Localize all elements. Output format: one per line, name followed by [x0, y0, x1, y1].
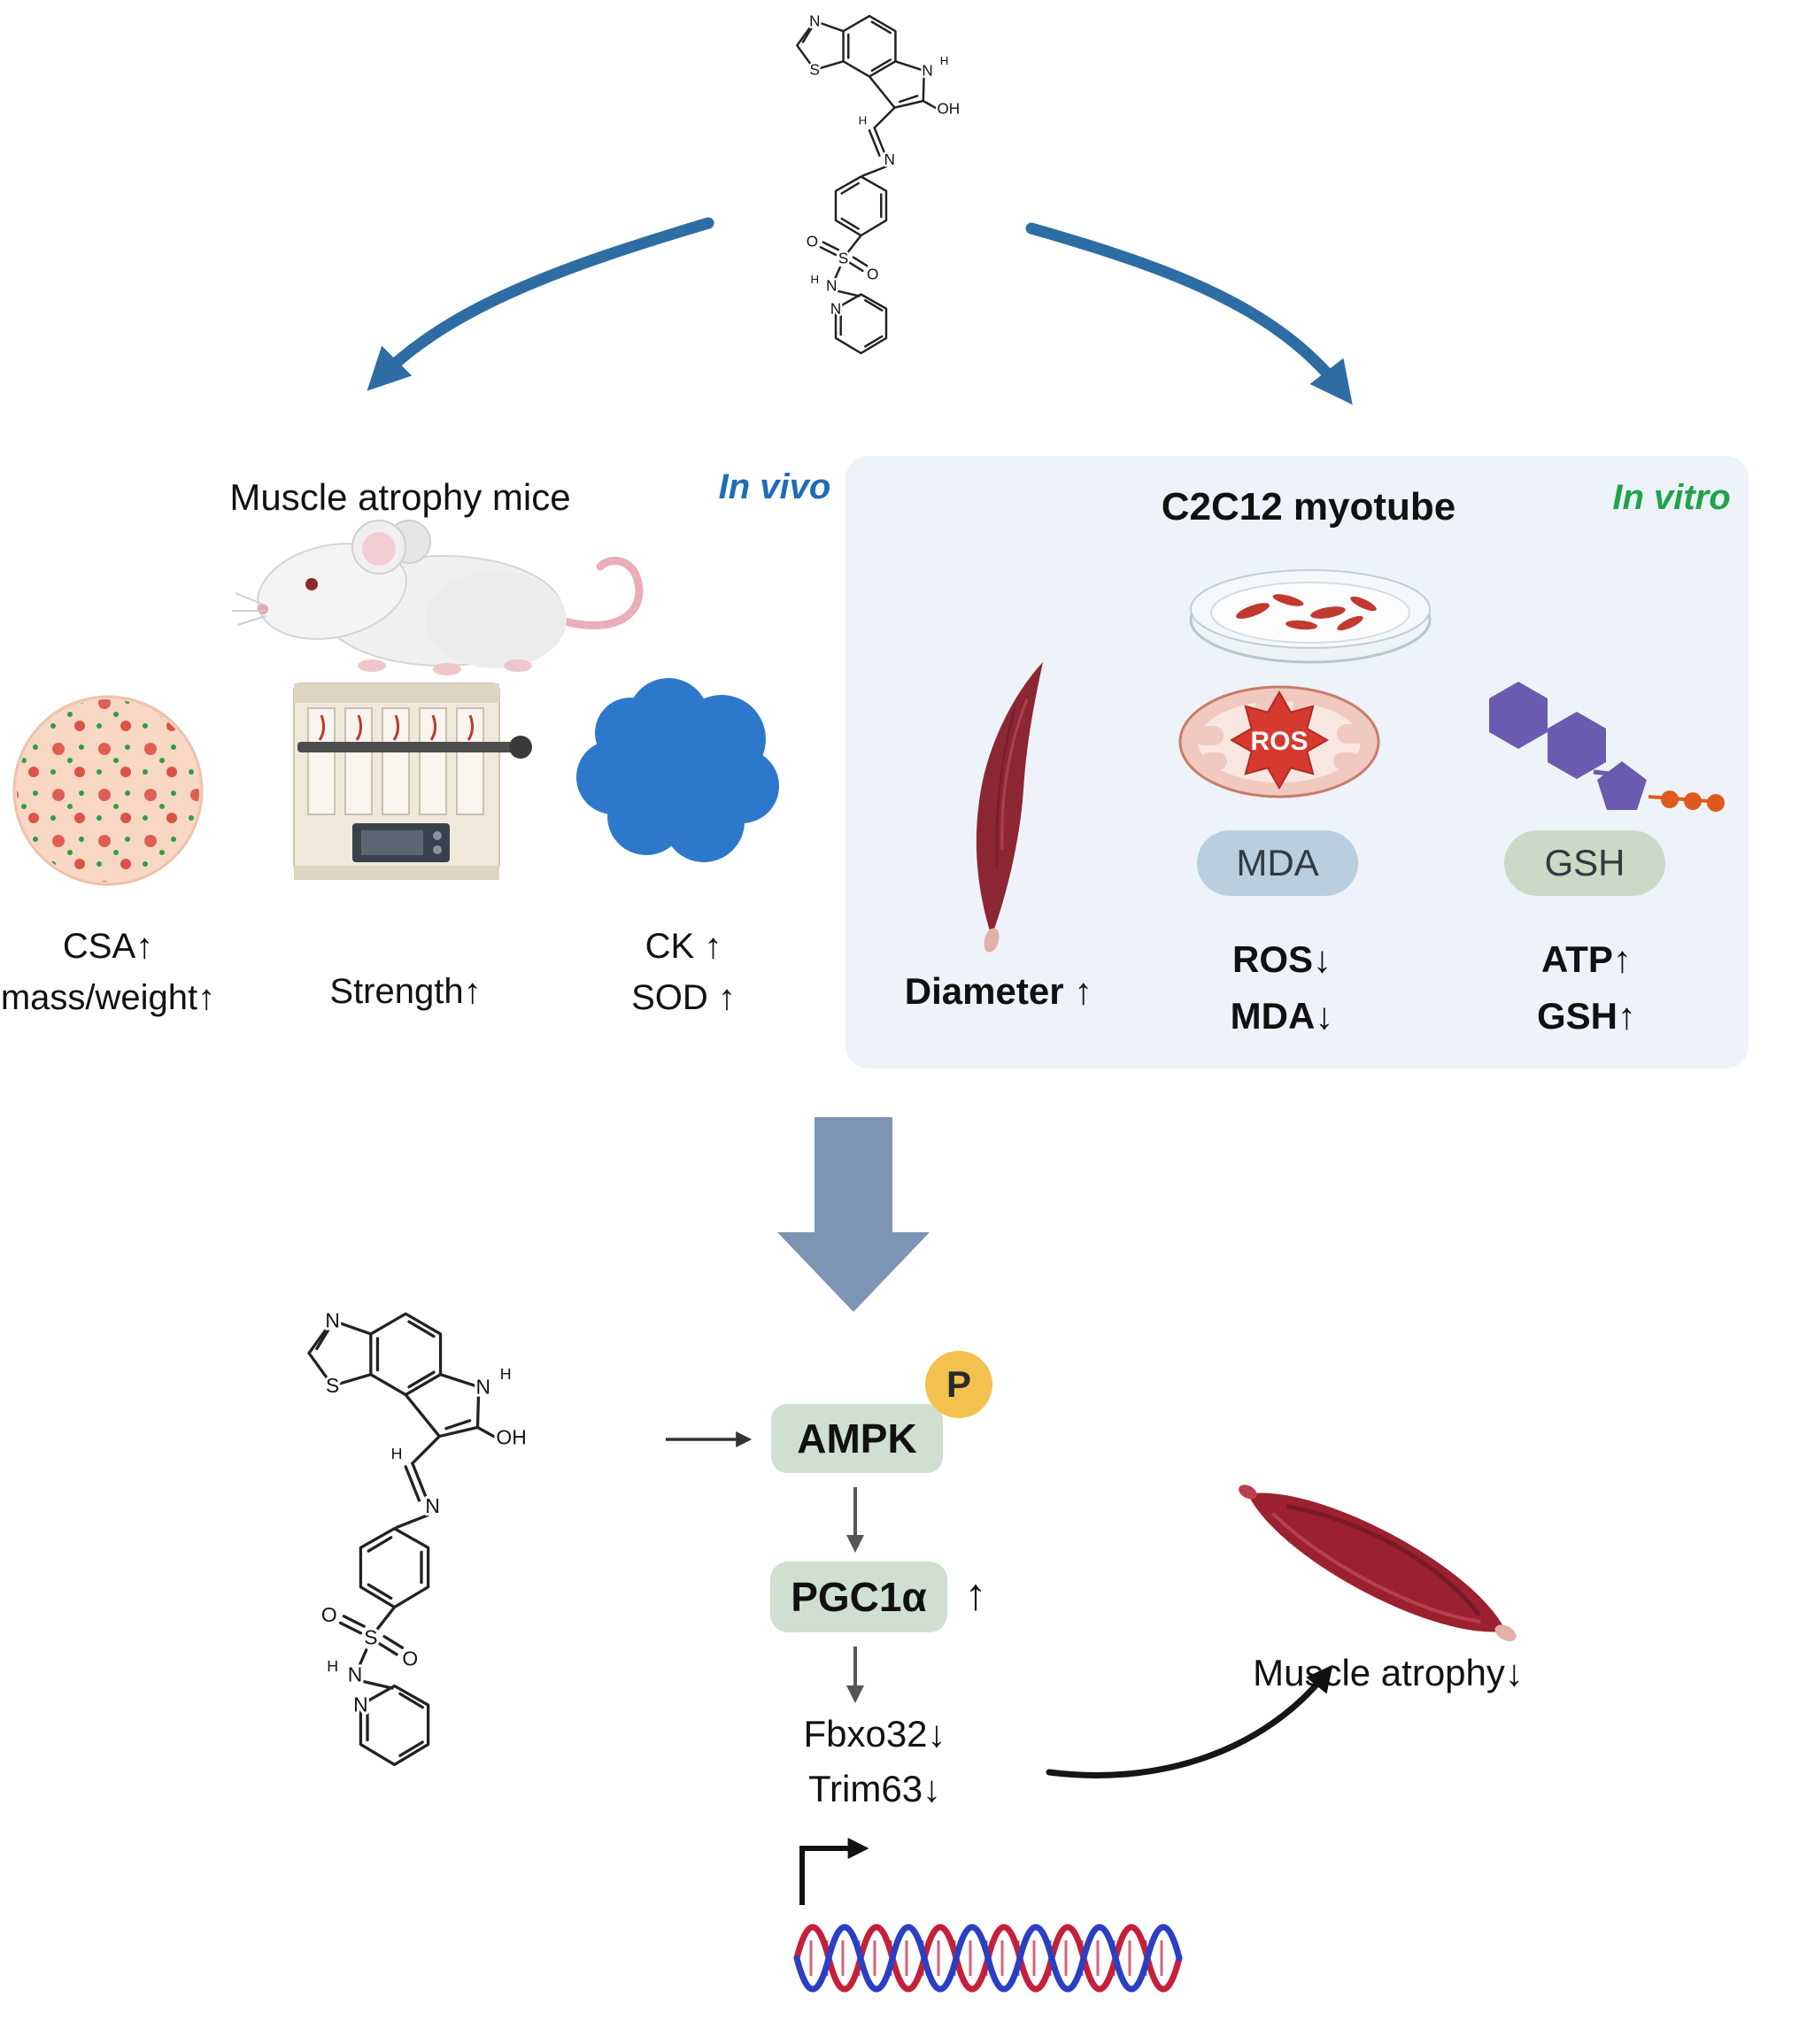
outcome-label: Muscle atrophy↓ [1253, 1652, 1524, 1693]
caption-diameter: Diameter ↑ [904, 970, 1093, 1012]
invivo-title: Muscle atrophy mice [229, 476, 571, 518]
ros-star-label: ROS [1250, 727, 1308, 756]
curved-arrow-left [367, 217, 714, 391]
atom-label: N [826, 278, 837, 295]
caption-ck: CK ↑ [645, 927, 722, 966]
big-down-arrow [777, 1117, 930, 1312]
caption-csa-line1: CSA↑ [62, 927, 154, 966]
caption-strength: Strength↑ [329, 972, 482, 1011]
muscle-icon [1239, 1485, 1517, 1642]
ampk-node: AMPK [771, 1404, 943, 1473]
myotube-fiber-icon [976, 662, 1043, 953]
caption-ros-mda: ROS↓ MDA↓ [1231, 931, 1334, 1045]
caption-atp-gsh: ATP↑ GSH↑ [1537, 931, 1636, 1045]
caption-gsh: GSH↑ [1536, 995, 1637, 1037]
caption-mda: MDA↓ [1230, 995, 1334, 1037]
atom-label: N [809, 12, 820, 29]
myotubes-in-dish [1236, 594, 1377, 631]
caption-csa-line2: mass/weight↑ [0, 978, 216, 1017]
atom-label: N [884, 151, 895, 168]
invitro-title: C2C12 myotube [1161, 485, 1456, 528]
petri-dish-icon [1189, 569, 1432, 664]
gsh-badge: GSH [1504, 830, 1665, 896]
ros-star [1229, 690, 1330, 791]
caption-ck-sod: CK ↑ SOD ↑ [631, 921, 736, 1023]
mouse-eye [305, 578, 318, 590]
gsh-molecule-icon [1489, 682, 1725, 812]
atom-label: H [859, 114, 868, 127]
compound-structure-bottom [309, 1308, 527, 1764]
muscle-cross-section-icon [12, 695, 204, 886]
atom-label: H [810, 273, 819, 286]
caption-ros: ROS↓ [1232, 938, 1332, 980]
atom-label: N [830, 300, 841, 317]
trim63-label: Trim63↓ [807, 1768, 942, 1809]
fbxo32-label: Fbxo32↓ [803, 1713, 946, 1755]
atom-label: S [838, 250, 848, 266]
phospho-badge: P [925, 1351, 992, 1418]
atom-label: H [940, 54, 949, 67]
dna-helix [793, 1924, 1183, 1993]
mitochondria-icon: ROS [1178, 685, 1380, 798]
curved-arrow-right [1025, 222, 1353, 405]
pgc1a-node: PGC1α [770, 1562, 947, 1632]
caption-atp: ATP↑ [1541, 938, 1632, 980]
caption-csa: CSA↑ mass/weight↑ [1, 921, 215, 1023]
invivo-tag: In vivo [718, 467, 831, 506]
transcription-start-arrow [799, 1838, 869, 1905]
mouse-illustration [232, 520, 644, 675]
grip-strength-meter-icon [293, 683, 532, 880]
enzyme-protein-icon [576, 678, 779, 862]
mda-badge: MDA [1197, 830, 1358, 896]
atom-label: O [867, 266, 878, 282]
compound-structure-top: N S N H OH H N O O S H N N [796, 11, 961, 355]
target-genes: Fbxo32↓ Trim63↓ [803, 1707, 946, 1816]
mouse-tail [553, 556, 644, 629]
atom-label: O [807, 233, 818, 250]
atom-label: OH [937, 100, 960, 117]
atom-label: S [810, 62, 820, 79]
genes-to-muscle-arrow [1046, 1664, 1333, 1778]
pgc1a-up-arrow: ↑ [964, 1570, 987, 1619]
caption-sod: SOD ↑ [631, 978, 736, 1017]
atom-label: N [922, 63, 932, 80]
invitro-tag: In vitro [1612, 478, 1731, 517]
